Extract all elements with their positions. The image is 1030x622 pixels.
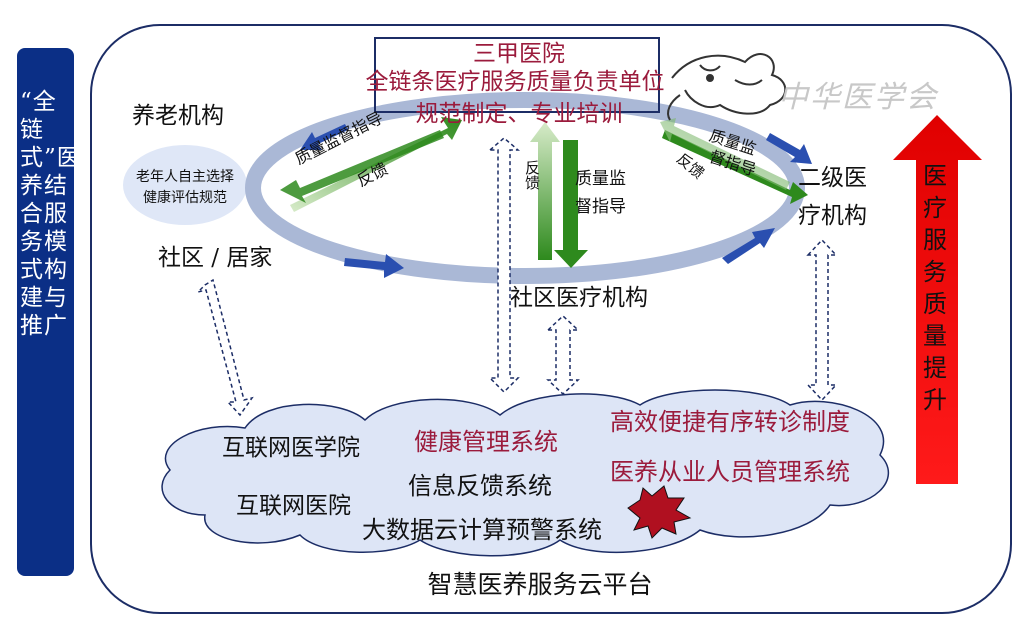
left-banner-title: “全链式”医养结合服务模式构建与推广 [20,89,81,339]
elderly-institution-label: 养老机构 [132,103,224,129]
ring-direction-arrows [300,124,812,278]
info-feedback-system: 信息反馈系统 [408,472,552,500]
secondary-hospital-line1: 二级医 [798,165,867,191]
left-double-arrow [280,117,462,212]
tertiary-hospital-role: 全链条医疗服务质量负责单位 [365,69,665,95]
elderly-standard-line1: 老年人自主选择 [136,169,234,185]
bigdata-warning-system: 大数据云计算预警系统 [362,516,602,544]
internet-hospital: 互联网医院 [236,493,351,519]
elderly-standard-ellipse [123,145,247,225]
right-double-arrow [660,118,808,204]
elderly-standard-line2: 健康评估规范 [143,190,227,206]
tertiary-hospital-box [374,37,660,113]
tertiary-hospital-title: 三甲医院 [473,41,565,67]
left-banner [17,48,74,576]
dragon-logo-icon [667,53,787,121]
community-medical-label: 社区医疗机构 [510,285,648,311]
center-vertical-arrows [530,122,588,268]
main-frame [90,24,1012,614]
watermark: 中华医学会 [778,80,938,115]
health-management-system: 健康管理系统 [414,428,558,456]
referral-system: 高效便捷有序转诊制度 [610,408,850,436]
quality-up-arrow [893,115,982,484]
quality-up-label: 医疗服务质量提升 [923,162,947,414]
tertiary-hospital-duty: 规范制定、专业培训 [415,101,623,127]
alert-burst-icon [627,485,692,539]
center-quality-line2: 督指导 [575,197,626,217]
staff-management-system: 医养从业人员管理系统 [610,458,850,486]
internet-medical-school: 互联网医学院 [222,435,360,461]
center-feedback-label: 反馈 [523,160,541,190]
center-quality-line1: 质量监 [575,169,626,189]
community-home-label: 社区 / 居家 [158,245,273,271]
secondary-hospital-line2: 疗机构 [798,203,867,229]
platform-title: 智慧医养服务云平台 [427,570,653,599]
dashed-connectors [195,137,838,417]
service-cloud [161,389,890,557]
